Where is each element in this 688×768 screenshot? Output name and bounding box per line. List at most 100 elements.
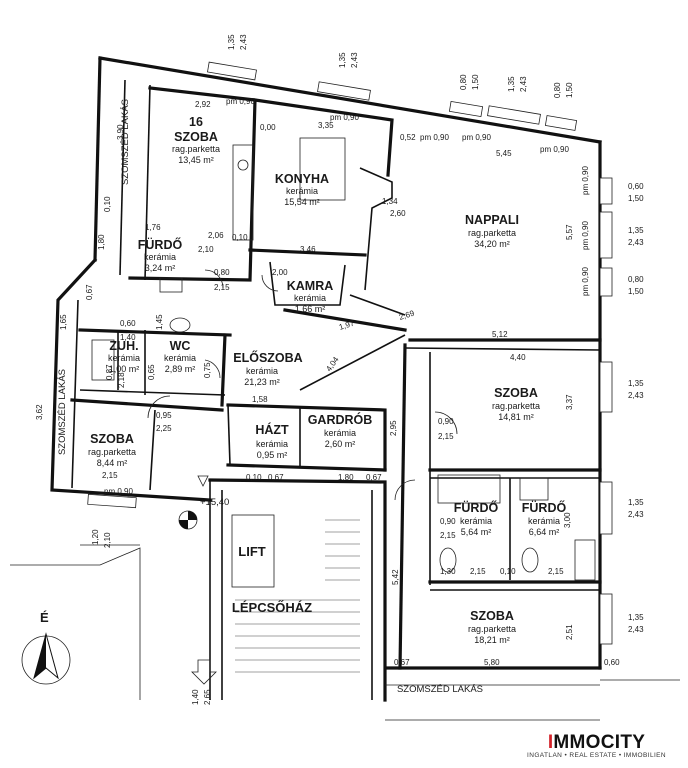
- dim-text: 1,30: [440, 567, 456, 576]
- room-floor-szoba-se: rag.parketta: [468, 624, 516, 634]
- room-name-furdo-e: FÜRDŐ: [522, 500, 567, 515]
- brand-name: IMMOCITY: [527, 732, 666, 754]
- dim-text: 5,80: [484, 658, 500, 667]
- dim-text: 1,40: [191, 689, 200, 705]
- dim-text: 2,51: [565, 624, 574, 640]
- dim-text: 1,80: [338, 473, 354, 482]
- dim-text: 0,80: [459, 74, 468, 90]
- dim-text: 0,90: [438, 417, 454, 426]
- dim-text: 2,95: [389, 420, 398, 436]
- room-area-kamra: 1,66 m²: [295, 304, 326, 314]
- dim-text: 1,35: [338, 52, 347, 68]
- dim-text: 2,43: [628, 391, 644, 400]
- dim-text: 0,80: [628, 275, 644, 284]
- room-name-kamra: KAMRA: [287, 279, 334, 293]
- dim-text: 0,67: [366, 473, 382, 482]
- dim-text: 1,50: [628, 194, 644, 203]
- room-name-wc: WC: [170, 339, 191, 353]
- dim-text: 0,67: [85, 284, 94, 300]
- dim-text: 3,00: [563, 512, 572, 528]
- doors: [147, 269, 458, 501]
- dim-text: 0,90: [440, 517, 456, 526]
- room-name-gardrob: GARDRÓB: [308, 412, 373, 427]
- dim-text: 5,45: [496, 149, 512, 158]
- brand-logo: IMMOCITY INGATLAN • REAL ESTATE • IMMOBI…: [527, 732, 666, 759]
- room-floor-zuh: kerámia: [108, 353, 140, 363]
- dim-text: 3,62: [35, 404, 44, 420]
- dim-text: 2,43: [239, 34, 248, 50]
- room-floor-kamra: kerámia: [294, 293, 326, 303]
- room-name-konyha: KONYHA: [275, 172, 329, 186]
- room-floor-furdo-e: kerámia: [528, 516, 560, 526]
- room-floor-szoba-e: rag.parketta: [492, 401, 540, 411]
- dim-text: 3,46: [300, 245, 316, 254]
- room-area-hazt: 0,95 m²: [257, 450, 288, 460]
- dim-text: 1,65: [59, 314, 68, 330]
- dim-text: 0,87: [105, 364, 114, 380]
- dim-text: 1,35: [628, 379, 644, 388]
- room-area-furdo-e: 6,64 m²: [529, 527, 560, 537]
- dim-text: 2,18: [117, 372, 126, 388]
- room-area-furdo-c: 5,64 m²: [461, 527, 492, 537]
- dim-text: pm 0,90: [420, 133, 449, 142]
- dim-text: 1,80: [97, 234, 106, 250]
- dim-text: 2,06: [208, 231, 224, 240]
- dim-text: 2,43: [628, 625, 644, 634]
- dim-text: 1,35: [507, 76, 516, 92]
- dim-text: 2,92: [195, 100, 211, 109]
- dim-text: 2,15: [102, 471, 118, 480]
- room-name-furdo-w: FÜRDŐ: [138, 237, 183, 252]
- dim-text: 1,20: [91, 529, 100, 545]
- dim-text: pm 0,90: [581, 267, 590, 296]
- room-name-furdo-c: FÜRDŐ: [454, 500, 499, 515]
- dim-text: 0,60: [120, 319, 136, 328]
- dim-text: 1,45: [155, 314, 164, 330]
- dim-text: 2,00: [272, 268, 288, 277]
- dim-text: 0,52: [400, 133, 416, 142]
- room-area-szoba-sw: 8,44 m²: [97, 458, 128, 468]
- dim-text: 1,50: [565, 82, 574, 98]
- dim-text: 2,15: [438, 432, 454, 441]
- dim-text: 2,15: [548, 567, 564, 576]
- dim-text: 3,37: [565, 394, 574, 410]
- dim-text: 4,40: [510, 353, 526, 362]
- room-floor-eloszoba: kerámia: [246, 366, 278, 376]
- dim-text: 2,10: [103, 532, 112, 548]
- room-floor-nappali: rag.parketta: [468, 228, 516, 238]
- brand-prefix: I: [547, 732, 554, 753]
- dim-text: 0,65: [147, 364, 156, 380]
- dim-text: 2,43: [628, 238, 644, 247]
- lift-label: LIFT: [238, 544, 265, 559]
- room-labels: 16 SZOBA rag.parketta 13,45 m² KONYHA ke…: [40, 99, 566, 695]
- dim-text: 0,80: [553, 82, 562, 98]
- dim-text: 0,95: [156, 411, 172, 420]
- dim-text: 5,42: [391, 569, 400, 585]
- room-area-furdo-w: 3,24 m²: [145, 263, 176, 273]
- dim-text: 0,10: [232, 233, 248, 242]
- dim-text: 5,12: [492, 330, 508, 339]
- dim-text: pm 0,90: [540, 145, 569, 154]
- dim-text: 2,43: [628, 510, 644, 519]
- room-name-zuh: ZUH.: [109, 339, 138, 353]
- room-area-szoba-nw: 13,45 m²: [178, 155, 214, 165]
- room-name-eloszoba: ELŐSZOBA: [233, 350, 302, 365]
- dim-text: pm 0,90: [581, 221, 590, 250]
- room-area-zuh: 1,00 m²: [109, 364, 140, 374]
- room-floor-gardrob: kerámia: [324, 428, 356, 438]
- level-label: +15,40: [200, 497, 229, 508]
- dim-text: 1,35: [227, 34, 236, 50]
- room-floor-szoba-nw: rag.parketta: [172, 144, 220, 154]
- dim-text: 1,35: [628, 498, 644, 507]
- dim-text: 2,15: [214, 283, 230, 292]
- room-floor-furdo-w: kerámia: [144, 252, 176, 262]
- dim-text: 2,25: [156, 424, 172, 433]
- room-name-nappali: NAPPALI: [465, 213, 519, 227]
- room-floor-wc: kerámia: [164, 353, 196, 363]
- fixtures: [21, 137, 596, 685]
- dim-text: 1,50: [628, 287, 644, 296]
- dimensions: 1,35 2,43 1,35 2,43 0,80 1,50 1,35 2,43 …: [35, 34, 644, 705]
- neighbor-top-label: SZOMSZÉD LAKÁS: [120, 99, 131, 185]
- neighbor-bottom-label: SZOMSZÉD LAKÁS: [397, 684, 483, 695]
- dim-text: 0,10: [500, 567, 516, 576]
